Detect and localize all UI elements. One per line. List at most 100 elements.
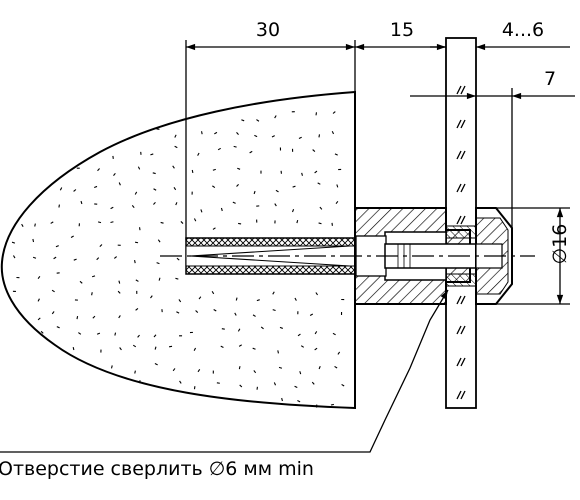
glass-mark [456,215,462,225]
concrete-stipple [234,312,237,316]
concrete-stipple [311,381,315,385]
concrete-stipple [252,314,256,317]
concrete-stipple [256,119,260,122]
concrete-stipple [217,147,221,151]
concrete-stipple [117,290,121,294]
concrete-stipple [334,153,338,156]
concrete-stipple [134,241,139,244]
concrete-stipple [110,221,114,224]
concrete-stipple [236,183,239,187]
concrete-stipple [173,186,177,191]
concrete-stipple [274,203,277,207]
concrete-stipple [180,221,184,224]
glass-mark [460,357,466,367]
concrete-stipple [32,238,35,243]
concrete-stipple [114,332,117,336]
concrete-stipple [80,200,83,205]
concrete-stipple [318,222,322,225]
dimension-lines [186,43,575,305]
concrete-stipple [221,328,225,330]
concrete-stipple [176,311,180,314]
concrete-stipple [99,244,103,247]
concrete-stipple [212,227,216,230]
concrete-stipple [176,257,180,261]
concrete-stipple [153,188,157,191]
concrete-stipple [241,119,245,122]
concrete-stipple [292,185,296,188]
concrete-stipple [153,334,157,338]
glass-mark [456,150,462,160]
concrete-stipple [78,332,82,335]
concrete-stipple [92,315,96,319]
concrete-stipple [137,166,141,170]
concrete-stipple [110,365,113,369]
concrete-stipple [274,115,277,119]
concrete-stipple [135,279,139,282]
glass-mark [460,325,466,335]
concrete-stipple [201,131,203,135]
glass-mark [460,183,466,193]
concrete-stipple [198,296,202,300]
concrete-stipple [272,291,275,295]
concrete-stipple [40,330,44,334]
concrete-stipple [297,400,301,403]
concrete-stipple [96,332,101,335]
concrete-stipple [291,209,295,213]
concrete-stipple [110,206,114,210]
dim-cap: 7 [544,68,556,90]
glass-mark [456,85,462,95]
concrete-stipple [318,366,321,370]
concrete-stipple [314,347,318,351]
concrete-stipple [97,168,100,172]
drill-note: Отверстие сверлить ∅6 мм min [0,458,314,480]
concrete-stipple [37,298,40,302]
concrete-stipple [301,172,303,176]
concrete-stipple [273,382,277,386]
concrete-stipple [212,185,216,188]
glass-mark [460,85,466,95]
concrete-stipple [256,299,260,302]
concrete-stipple [214,131,218,135]
concrete-stipple [298,136,302,140]
concrete-stipple [134,260,136,264]
concrete-stipple [76,316,79,320]
concrete-stipple [332,111,336,114]
dim-diameter: ∅16 [549,224,571,265]
gasket [445,225,477,287]
concrete-stipple [220,345,224,348]
concrete-stipple [253,190,256,195]
leader-line [0,289,449,453]
concrete-stipple [134,191,138,195]
concrete-stipple [58,204,60,208]
concrete-stipple [278,366,283,369]
dim-depth: 30 [256,19,280,41]
concrete-stipple [294,385,298,388]
glass-mark [460,390,466,400]
concrete-stipple [12,255,16,259]
concrete-stipple [50,221,54,224]
glass-mark [456,295,462,305]
concrete-stipple [153,201,156,205]
concrete-stipple [260,326,264,330]
concrete-stipple [91,292,93,296]
concrete-stipple [235,297,238,301]
concrete-stipple [238,344,243,347]
glass-mark [456,183,462,193]
concrete-stipple [134,370,136,374]
concrete-stipple [237,328,241,332]
concrete-stipple [174,134,177,138]
concrete-stipple [73,189,77,192]
concrete-stipple [314,331,318,335]
wall-section [0,90,356,410]
concrete-stipple [197,152,200,156]
concrete-stipple [79,280,83,284]
concrete-stipple [271,135,275,138]
glass-mark [456,325,462,335]
concrete-stipple [137,334,140,338]
concrete-stipple [150,153,154,156]
concrete-stipple [11,241,16,244]
concrete-stipple [236,132,239,135]
concrete-stipple [314,170,318,174]
concrete-stipple [300,345,305,348]
concrete-stipple [70,235,74,238]
